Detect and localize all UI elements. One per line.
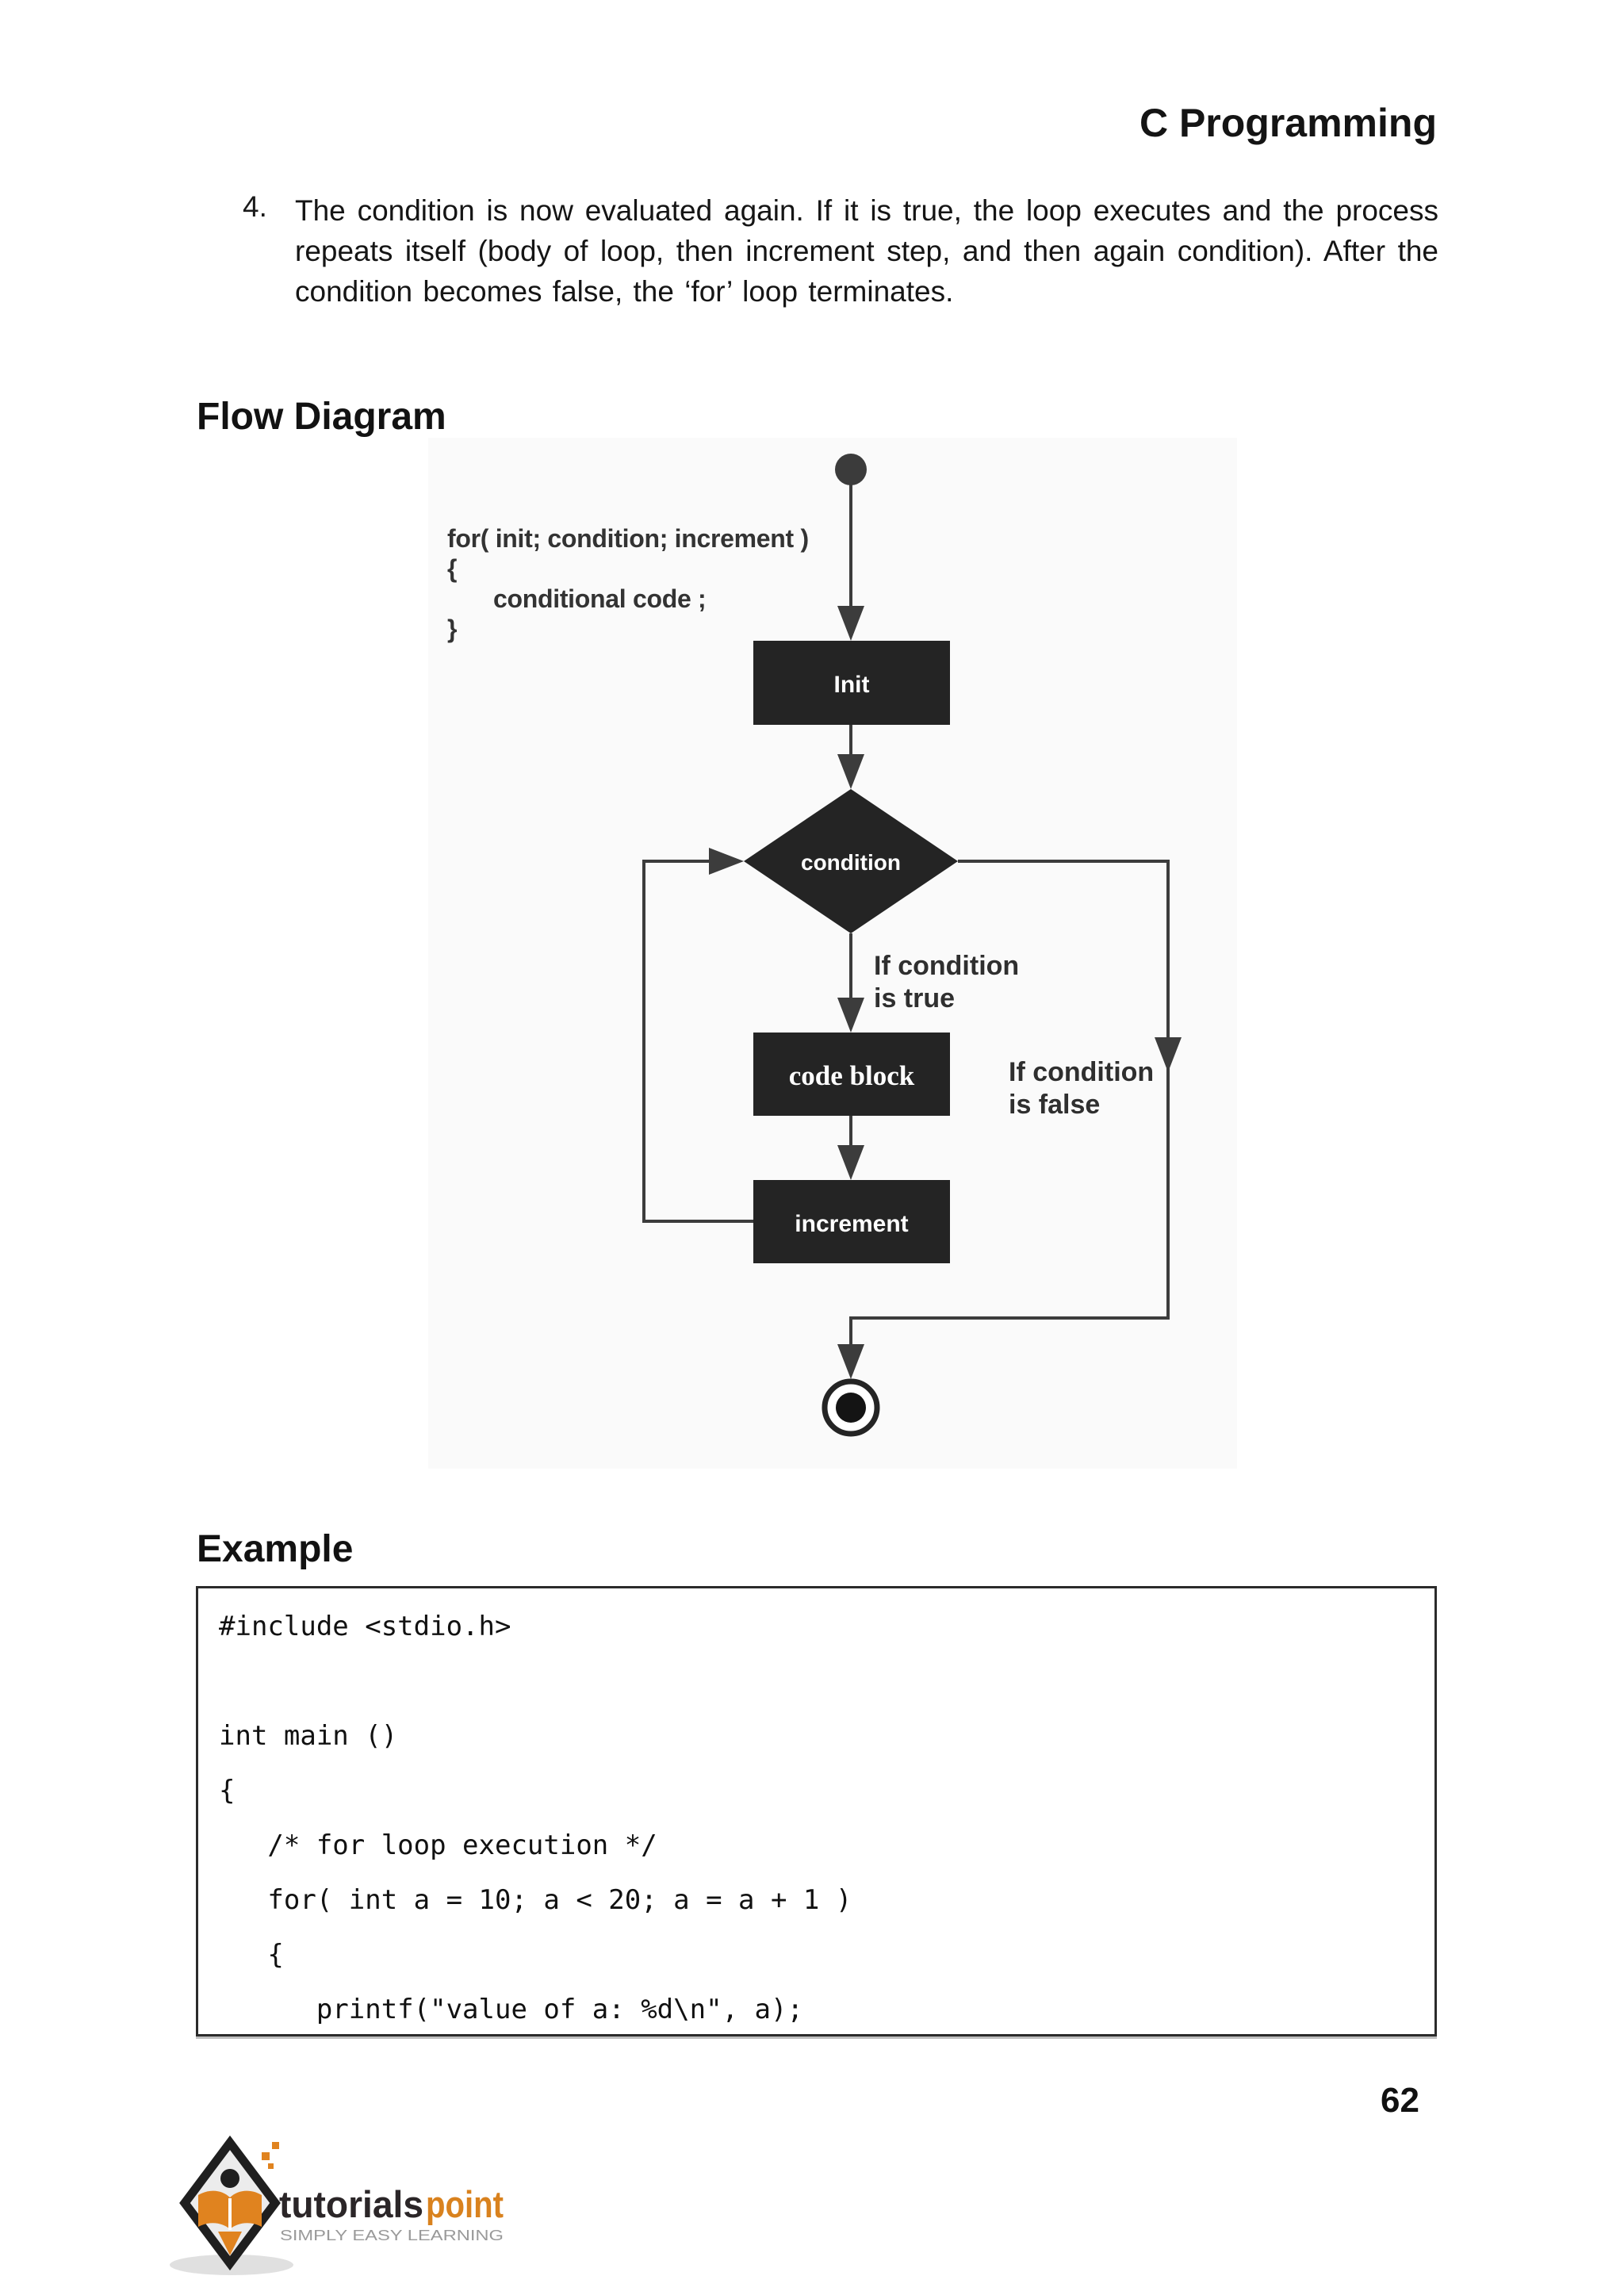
diagram-background (428, 438, 1237, 1469)
code-block-label: code block (789, 1060, 915, 1091)
arrowhead-right-icon (709, 848, 744, 875)
loop-back-connector (642, 860, 753, 1223)
tutorialspoint-logo: tutorials point SIMPLY EASY LEARNING (170, 2135, 504, 2275)
page-number: 62 (1381, 2081, 1419, 2120)
arrowhead-down-icon (837, 1145, 864, 1180)
logo-tagline: SIMPLY EASY LEARNING (280, 2228, 504, 2243)
init-label: Init (834, 672, 870, 698)
false-path-connector (849, 860, 1170, 1350)
arrowhead-down-icon (1155, 1037, 1182, 1072)
arrowhead-down-icon (837, 998, 864, 1033)
init-box (753, 641, 950, 725)
example-heading: Example (197, 1528, 354, 1570)
list-item-number: 4. (243, 190, 267, 223)
page-header: C Programming (1139, 101, 1437, 145)
logo-text-point: point (426, 2183, 504, 2225)
end-node-inner (836, 1393, 866, 1423)
logo-tail (218, 2232, 242, 2255)
start-node (835, 454, 867, 485)
logo-text-tutorials: tutorials (279, 2183, 423, 2225)
list-item: 4. The condition is now evaluated again.… (243, 190, 1438, 312)
code-example-box: #include <stdio.h> int main () { /* for … (196, 1586, 1437, 2036)
code-example: #include <stdio.h> int main () { /* for … (219, 1611, 852, 2025)
code-block-box (753, 1033, 950, 1116)
list-item-text: The condition is now evaluated again. If… (295, 194, 1438, 308)
logo-person-head (220, 2169, 239, 2188)
flow-diagram-heading: Flow Diagram (197, 396, 446, 438)
condition-label: condition (801, 850, 901, 875)
increment-box (753, 1180, 950, 1263)
logo-book-spine (228, 2198, 232, 2230)
arrowhead-down-icon (837, 754, 864, 789)
increment-label: increment (795, 1211, 908, 1237)
arrowhead-down-icon (837, 1344, 864, 1379)
condition-diamond (744, 789, 958, 933)
logo-sparks (262, 2142, 279, 2169)
arrowhead-down-icon (837, 606, 864, 641)
